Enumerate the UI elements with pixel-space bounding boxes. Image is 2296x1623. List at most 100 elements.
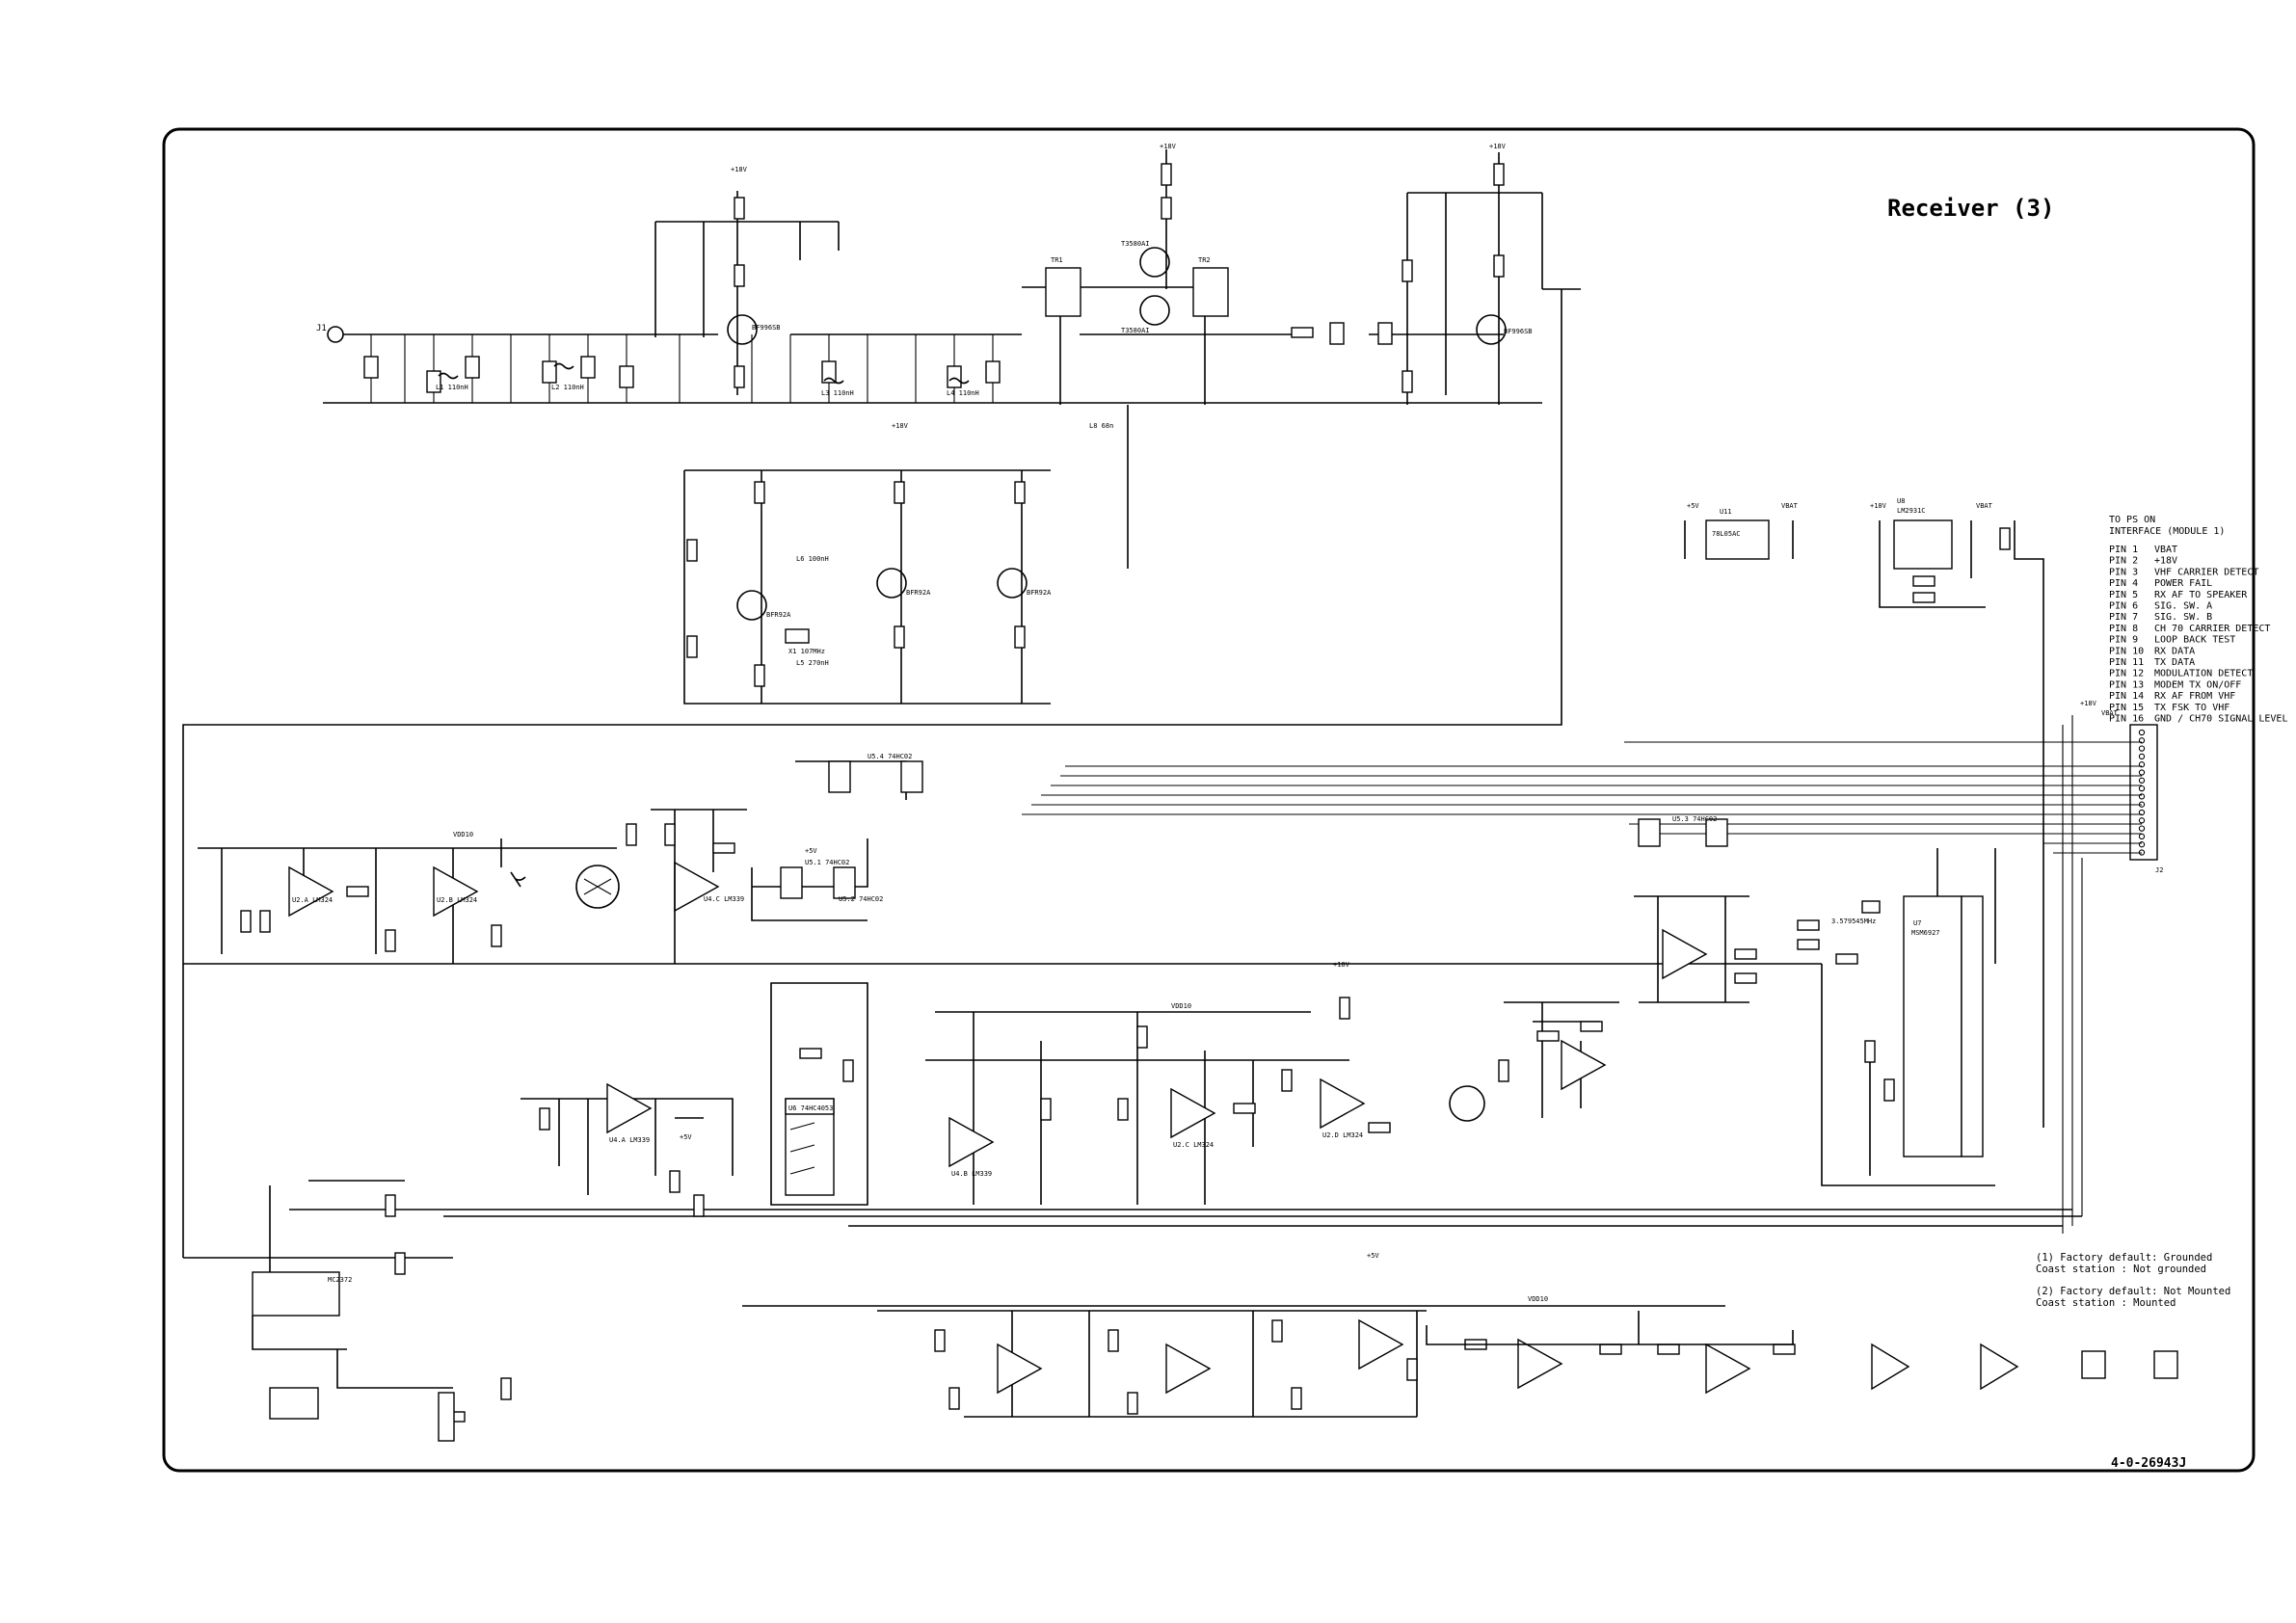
interface-pin-name: RX AF TO SPEAKER — [2154, 590, 2248, 600]
q1-transistor — [727, 314, 758, 345]
factory-notes: (1) Factory default: Grounded Coast stat… — [2036, 1252, 2230, 1309]
interface-pin-number: PIN 9 — [2109, 635, 2138, 646]
u8-part: LM2931C — [1897, 507, 1926, 515]
spare-comparator-1 — [1871, 1343, 1910, 1391]
j2-pin — [2138, 729, 2146, 736]
note-1-line-2: Coast station : Not grounded — [2036, 1264, 2206, 1275]
j2-pin — [2138, 761, 2146, 768]
interface-pin-name: CH 70 CARRIER DETECT — [2154, 624, 2270, 634]
u2a-label: U2.A LM324 — [292, 896, 333, 904]
interface-pin-name: SIG. SW. B — [2154, 612, 2212, 623]
q2-label: T3580AI — [1121, 240, 1150, 248]
opamp-low-1 — [997, 1343, 1043, 1395]
u8-ref: U8 — [1897, 497, 1905, 505]
interface-pin-name: POWER FAIL — [2154, 578, 2212, 589]
j2-pin — [2138, 841, 2146, 848]
opamp-u4d — [1561, 1039, 1607, 1091]
q5-transistor — [736, 590, 767, 621]
q7-label: BFR92A — [1027, 589, 1052, 597]
gate-u5-4a — [828, 760, 851, 793]
vdd10-label-3: VDD10 — [1528, 1295, 1548, 1303]
u8-left-rail: +18V — [1870, 502, 1887, 510]
interface-pin-number: PIN 7 — [2109, 612, 2138, 623]
opamp-u2a — [288, 865, 334, 918]
interface-pin-name: RX DATA — [2154, 646, 2195, 656]
ic-u10 — [252, 1271, 340, 1317]
q1-label: BF996SB — [752, 324, 781, 332]
interface-heading-2: INTERFACE (MODULE 1) — [2109, 526, 2225, 537]
j2-pin — [2138, 753, 2146, 760]
u11-left-rail: +5V — [1687, 502, 1699, 510]
switch-contacts — [789, 1122, 815, 1175]
interface-pin-number: PIN 14 — [2109, 691, 2144, 702]
opamp-low-3 — [1358, 1318, 1404, 1370]
plus5v-label-3: +5V — [1367, 1252, 1379, 1260]
u51-label: U5.1 74HC02 — [805, 859, 849, 866]
tr2-transformer — [1192, 267, 1229, 317]
gate-u5-3a — [1638, 818, 1661, 847]
spare-comparator-2 — [1980, 1343, 2019, 1391]
u10-label: MC2372 — [328, 1276, 352, 1284]
interface-pin-number: PIN 12 — [2109, 669, 2144, 679]
regulators: U11 78L05AC +5V VBAT U8 LM2931C +18V VBA… — [1684, 497, 2044, 1128]
u7-part: MSM6927 — [1911, 929, 1940, 937]
vdd10-label-1: VDD10 — [453, 831, 473, 838]
j2-pin — [2138, 745, 2146, 752]
ic-u10-secondary — [269, 1387, 319, 1420]
u4a-label: U4.A LM339 — [609, 1136, 650, 1144]
plus5v-label-1: +5V — [805, 847, 817, 855]
interface-pin-number: PIN 5 — [2109, 590, 2138, 600]
interface-pin-name: TX FSK TO VHF — [2154, 703, 2229, 713]
l6-label: L6 100nH — [796, 555, 829, 563]
drawing-frame — [162, 127, 2256, 1473]
opamp-u2d — [1320, 1078, 1366, 1130]
u2c-label: U2.C LM324 — [1173, 1141, 1214, 1149]
interface-pin-name: LOOP BACK TEST — [2154, 635, 2235, 646]
antenna-connector-j1 — [327, 326, 344, 343]
u11-right-rail: VBAT — [1781, 502, 1799, 510]
opamp-low-4 — [1517, 1338, 1563, 1390]
j2-return-lines — [2062, 715, 2083, 1234]
q3-label: T3580AI — [1121, 327, 1150, 334]
u4b-label: U4.B LM339 — [951, 1170, 992, 1178]
q3-transistor — [1139, 295, 1170, 326]
spare-gate-2 — [2153, 1350, 2178, 1379]
j2-label: J2 — [2155, 866, 2163, 874]
gate-u5-2 — [833, 866, 856, 899]
rf-inductor-coils — [438, 362, 970, 385]
interface-pin-number: PIN 2 — [2109, 556, 2138, 567]
interface-pin-number: PIN 3 — [2109, 567, 2138, 577]
q4-transistor — [1476, 314, 1507, 345]
interface-pin-name: MODEM TX ON/OFF — [2154, 679, 2241, 690]
opamp-u2c — [1170, 1087, 1216, 1139]
oscillator-wiring — [683, 405, 1129, 705]
j2-rail-18v: +18V — [2080, 700, 2097, 707]
sheet-title: Receiver (3) — [1887, 195, 2054, 222]
q4-supply: +18V — [1489, 143, 1507, 150]
interface-pin-name: GND / CH70 SIGNAL LEVEL — [2154, 714, 2287, 725]
j2-pin — [2138, 777, 2146, 784]
baseband-buses — [183, 963, 2082, 1307]
filter-stage-1-wiring — [198, 838, 617, 964]
interface-pin-name: SIG. SW. A — [2154, 601, 2212, 612]
u4c-label: U4.C LM339 — [704, 895, 744, 903]
spare-gate-1 — [2081, 1350, 2106, 1379]
q1-bias-network — [654, 191, 840, 395]
rf-filter-shunts — [370, 334, 994, 403]
interface-pin-number: PIN 11 — [2109, 657, 2144, 668]
l4-label: L4 110nH — [947, 389, 979, 397]
interface-pin-number: PIN 1 — [2109, 545, 2138, 555]
switch-region — [770, 982, 868, 1206]
q6-label: BFR92A — [906, 589, 931, 597]
u7-ref: U7 — [1913, 919, 1921, 927]
u11-ref: U11 — [1720, 508, 1732, 516]
j2-pin — [2138, 793, 2146, 800]
interface-pin-name: TX DATA — [2154, 657, 2195, 668]
modem-comparator-wiring — [1634, 895, 1749, 1003]
filter-chain-low-wiring-2 — [1426, 1311, 1794, 1345]
l8-label: L8 68n — [1089, 422, 1113, 430]
connector-j2: J2 +18V VBAT — [1022, 700, 2163, 1234]
diode-bridge — [575, 865, 620, 909]
q4-label: BF996SB — [1504, 328, 1533, 335]
u11-part: 78L05AC — [1712, 530, 1741, 538]
